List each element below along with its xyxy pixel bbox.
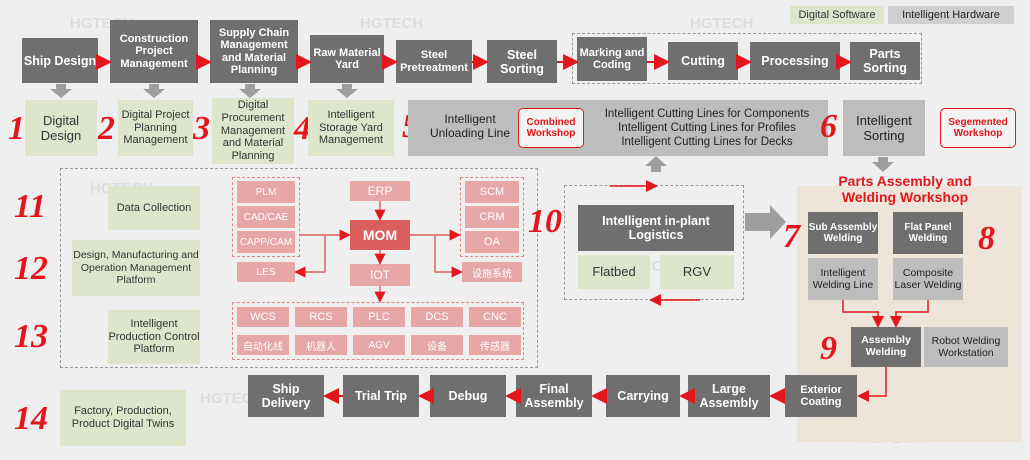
mom-cad-cae: CAD/CAE	[237, 206, 295, 228]
flow-carrying: Carrying	[606, 375, 680, 417]
mom-crm: CRM	[465, 206, 519, 228]
stage-digital-procurement: Digital Procurement Management and Mater…	[212, 98, 294, 164]
stage-digital-design: Digital Design	[25, 100, 97, 156]
parts-workshop-title: Parts Assembly and Welding Workshop	[838, 173, 972, 206]
stage-number-2: 2	[98, 110, 115, 147]
segmented-workshop-tag: Segemented Workshop	[940, 108, 1016, 148]
stage-number-12: 12	[14, 250, 48, 287]
stage-number-7: 7	[783, 218, 800, 255]
stage-number-14: 14	[14, 400, 48, 437]
logistics-red-arrows	[610, 180, 700, 306]
mom-cnc: CNC	[469, 307, 521, 327]
legend-intelligent-hardware: Intelligent Hardware	[888, 6, 1014, 24]
mom-oa: OA	[465, 231, 519, 253]
assembly-welding: Assembly Welding	[851, 327, 921, 367]
flow-steel-sorting: Steel Sorting	[487, 40, 557, 83]
management-platform: Design, Manufacturing and Operation Mana…	[72, 240, 200, 296]
mom-connectors	[294, 201, 463, 303]
mom-scm: SCM	[465, 181, 519, 203]
stage-number-6: 6	[820, 108, 837, 145]
mom-les: LES	[237, 262, 295, 282]
flow-supply-chain-management: Supply Chain Management and Material Pla…	[210, 20, 298, 83]
stage-intelligent-sorting: Intelligent Sorting	[843, 100, 925, 156]
stage-intelligent-storage-yard: Intelligent Storage Yard Management	[308, 100, 394, 156]
cutting-line-decks: Intelligent Cutting Lines for Decks	[621, 135, 793, 148]
mom-robot: 机器人	[295, 335, 347, 355]
mom-erp: ERP	[350, 181, 410, 201]
mom-equipment: 设备	[411, 335, 463, 355]
stage-number-1: 1	[8, 110, 25, 147]
mom-sensor: 传感器	[469, 335, 521, 355]
flow-final-assembly: Final Assembly	[516, 375, 592, 417]
logistics-rgv: RGV	[660, 255, 734, 289]
stage-number-8: 8	[978, 220, 995, 257]
mom-facility-system: 设施系统	[462, 262, 522, 282]
mom-center: MOM	[350, 220, 410, 250]
flat-panel-welding: Flat Panel Welding	[893, 212, 963, 254]
workshop-arrows	[842, 300, 929, 402]
mom-right-group	[460, 177, 524, 257]
cutting-lines-list: Intelligent Cutting Lines for Components…	[592, 108, 822, 149]
mom-left-group	[232, 177, 300, 257]
intelligent-logistics: Intelligent in-plant Logistics	[578, 205, 734, 251]
flow-large-assembly: Large Assembly	[688, 375, 770, 417]
flow-debug: Debug	[430, 375, 506, 417]
mom-plc: PLC	[353, 307, 405, 327]
mom-agv: AGV	[353, 335, 405, 355]
stage-digital-project-planning: Digital Project Planning Management	[118, 100, 193, 156]
stage-number-3: 3	[193, 110, 210, 147]
stage-number-4: 4	[294, 110, 311, 147]
watermark: HGTECH	[690, 15, 754, 32]
down-gray-arrows	[50, 84, 894, 239]
mom-capp-cam: CAPP/CAM	[237, 231, 295, 253]
mom-dcs: DCS	[411, 307, 463, 327]
mom-automation-line: 自动化线	[237, 335, 289, 355]
platform-group	[60, 168, 538, 368]
watermark: HGTECH	[200, 390, 264, 407]
mom-wcs: WCS	[237, 307, 289, 327]
sub-assembly-welding: Sub Assembly Welding	[808, 212, 878, 254]
logistics-flatbed: Flatbed	[578, 255, 650, 289]
mom-rcs: RCS	[295, 307, 347, 327]
flow-raw-material-yard: Raw Material Yard	[310, 35, 384, 83]
combined-workshop-tag: Combined Workshop	[518, 108, 584, 148]
cutting-line-profiles: Intelligent Cutting Lines for Profiles	[618, 121, 796, 134]
stage-number-13: 13	[14, 318, 48, 355]
stage-number-10: 10	[528, 203, 562, 240]
flow-ship-delivery: Ship Delivery	[248, 375, 324, 417]
flow-processing: Processing	[750, 42, 840, 80]
watermark: HGTECH	[360, 15, 424, 32]
flow-parts-sorting: Parts Sorting	[850, 42, 920, 80]
mom-iot: IOT	[350, 264, 410, 286]
combined-workshop-panel	[408, 100, 828, 156]
intelligent-welding-line: Intelligent Welding Line	[808, 258, 878, 300]
production-control-platform: Intelligent Production Control Platform	[108, 310, 200, 364]
flow-ship-design: Ship Design	[22, 38, 98, 83]
digital-twins: Factory, Production, Product Digital Twi…	[60, 390, 186, 446]
data-collection: Data Collection	[108, 186, 200, 230]
robot-welding-workstation: Robot Welding Workstation	[924, 327, 1008, 367]
composite-laser-welding: Composite Laser Welding	[893, 258, 963, 300]
flow-cutting: Cutting	[668, 42, 738, 80]
flow-exterior-coating: Exterior Coating	[785, 375, 857, 417]
flow-marking-and-coding: Marking and Coding	[577, 37, 647, 81]
stage-number-9: 9	[820, 330, 837, 367]
stage-number-11: 11	[14, 188, 47, 225]
cutting-line-components: Intelligent Cutting Lines for Components	[604, 108, 810, 120]
legend-digital-software: Digital Software	[790, 6, 884, 24]
stage-intelligent-unloading-line: Intelligent Unloading Line	[429, 112, 511, 141]
flow-construction-project-management: Construction Project Management	[110, 20, 198, 83]
flow-steel-pretreatment: Steel Pretreatment	[396, 40, 472, 83]
mom-plm: PLM	[237, 181, 295, 203]
flow-trial-trip: Trial Trip	[343, 375, 419, 417]
